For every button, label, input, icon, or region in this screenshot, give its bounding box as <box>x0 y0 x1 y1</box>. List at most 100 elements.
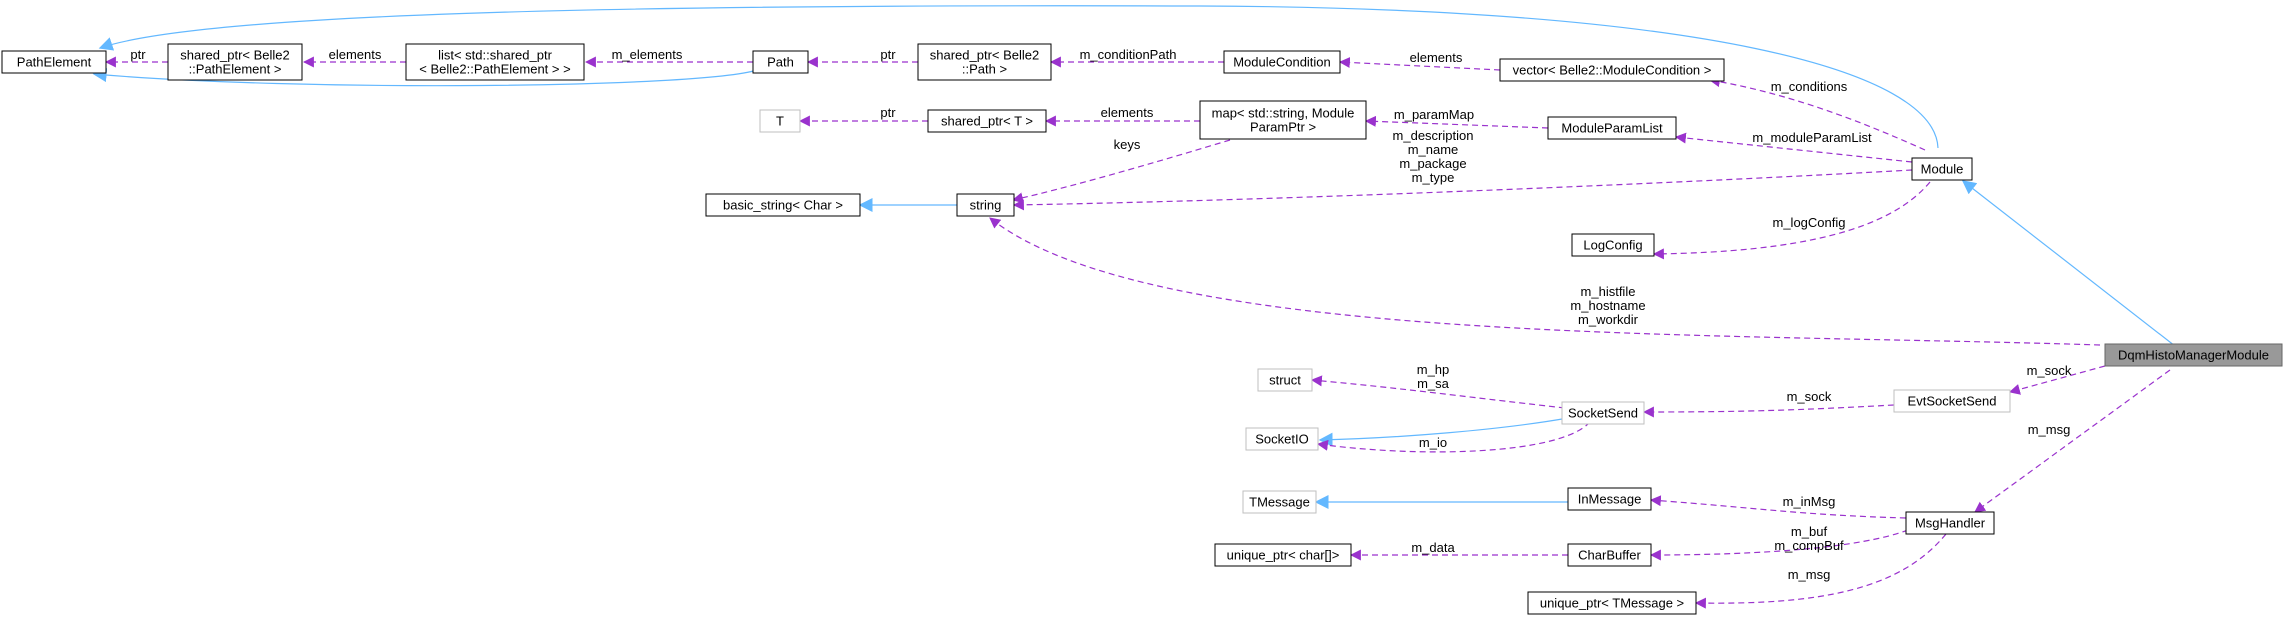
node-logconfig[interactable]: LogConfig <box>1571 233 1655 257</box>
node-label: Path <box>767 55 794 70</box>
edge-label-m-moduleparamlist: m_moduleParamList <box>1752 130 1872 145</box>
node-box <box>956 193 1015 217</box>
node-box <box>1527 591 1697 615</box>
edge-moduleparamlist-to-map <box>1364 115 1549 129</box>
node-vector-modulecondition[interactable]: vector< Belle2::ModuleCondition > <box>1499 58 1725 82</box>
node-box <box>1905 511 1995 535</box>
edge-label-line: m_description <box>1393 128 1474 143</box>
edge-dqm-to-string <box>989 217 2101 346</box>
edge-msghandler-to-charbuffer <box>1649 529 1909 561</box>
node-box <box>1567 487 1652 511</box>
edge-label-m-logconfig: m_logConfig <box>1773 215 1846 230</box>
node-t[interactable]: T <box>759 109 801 133</box>
edge-label-line: m_buf <box>1791 524 1828 539</box>
edge-label-line: m_histfile <box>1581 284 1636 299</box>
node-shared-ptr-t[interactable]: shared_ptr< T > <box>927 109 1047 133</box>
edge-label-m-conditions: m_conditions <box>1771 79 1848 94</box>
edge-label-line: m_elements <box>612 47 683 62</box>
node-socketio[interactable]: SocketIO <box>1245 427 1319 451</box>
edge-label-ptr-3: ptr <box>880 105 896 120</box>
edge-label-line: m_package <box>1399 156 1466 171</box>
node-label: MsgHandler <box>1915 516 1986 531</box>
node-label: LogConfig <box>1583 238 1642 253</box>
node-inmessage[interactable]: InMessage <box>1567 487 1652 511</box>
node-list-shared-ptr[interactable]: list< std::shared_ptr< Belle2::PathEleme… <box>405 43 585 81</box>
node-label: ModuleParamList <box>1561 121 1663 136</box>
edge-label-ptr-2: ptr <box>880 47 896 62</box>
edge-label-line: m_paramMap <box>1394 107 1474 122</box>
edge-dqm-inherits-module <box>1961 180 2176 347</box>
node-box <box>1893 389 2011 413</box>
node-shared-ptr-path[interactable]: shared_ptr< Belle2::Path > <box>917 43 1052 81</box>
edge-label-line: m_sa <box>1417 376 1450 391</box>
edge-map-to-string <box>1011 139 1231 204</box>
edge-label-line: m_type <box>1412 170 1455 185</box>
edge-label-line: ptr <box>880 47 896 62</box>
node-msghandler[interactable]: MsgHandler <box>1905 511 1995 535</box>
node-box <box>1257 368 1313 392</box>
node-modulecondition[interactable]: ModuleCondition <box>1223 50 1341 74</box>
edge-vector-to-modulecondition <box>1338 57 1501 71</box>
node-socketsend[interactable]: SocketSend <box>1561 401 1645 425</box>
edge-label-elements-2: elements <box>1410 50 1463 65</box>
node-basic-string[interactable]: basic_string< Char > <box>705 193 861 217</box>
node-unique-ptr-tmessage[interactable]: unique_ptr< TMessage > <box>1527 591 1697 615</box>
node-pathelement[interactable]: PathElement <box>1 50 107 74</box>
edge-socketsend-inherits-socketio <box>1318 417 1569 447</box>
node-label: SocketSend <box>1568 406 1638 421</box>
node-label: SocketIO <box>1255 432 1308 447</box>
node-box <box>1 50 107 74</box>
edge-label-line: m_hostname <box>1570 298 1645 313</box>
node-box <box>917 43 1052 81</box>
node-box <box>1571 233 1655 257</box>
node-label: CharBuffer <box>1578 548 1641 563</box>
node-box <box>759 109 801 133</box>
edge-label-line: m_inMsg <box>1783 494 1836 509</box>
node-label: EvtSocketSend <box>1908 394 1997 409</box>
node-box <box>1561 401 1645 425</box>
edge-label-line: ptr <box>130 47 146 62</box>
node-label: string <box>970 198 1002 213</box>
node-box <box>167 43 303 81</box>
node-box <box>1499 58 1725 82</box>
node-module[interactable]: Module <box>1911 157 1973 181</box>
node-unique-ptr-char[interactable]: unique_ptr< char[]> <box>1214 543 1352 567</box>
node-shared-ptr-pathelement[interactable]: shared_ptr< Belle2::PathElement > <box>167 43 303 81</box>
node-box <box>705 193 861 217</box>
node-dqmhistomanagermodule[interactable]: DqmHistoManagerModule <box>2104 343 2283 367</box>
node-box <box>1547 116 1677 140</box>
node-label: T <box>776 114 784 129</box>
node-struct[interactable]: struct <box>1257 368 1313 392</box>
edge-label-line: m_conditions <box>1771 79 1848 94</box>
edge-label-line: m_hp <box>1417 362 1450 377</box>
node-box <box>1911 157 1973 181</box>
edge-label-m-parammap: m_paramMap <box>1394 107 1474 122</box>
node-moduleparamlist[interactable]: ModuleParamList <box>1547 116 1677 140</box>
node-tmessage[interactable]: TMessage <box>1242 490 1317 514</box>
node-label: struct <box>1269 373 1301 388</box>
edge-label-line: m_name <box>1408 142 1459 157</box>
node-charbuffer[interactable]: CharBuffer <box>1567 543 1652 567</box>
edge-label-line: m_io <box>1419 435 1447 450</box>
edge-socketsend-to-struct <box>1310 375 1566 409</box>
node-label: ParamPtr > <box>1250 120 1316 135</box>
node-path[interactable]: Path <box>752 50 809 74</box>
edge-label-line: m_workdir <box>1578 312 1639 327</box>
edge-evtsocketsend-to-socketsend <box>1642 404 1895 418</box>
node-label: InMessage <box>1578 492 1642 507</box>
edge-label-line: m_msg <box>1788 567 1831 582</box>
node-evtsocketsend[interactable]: EvtSocketSend <box>1893 389 2011 413</box>
node-label: < Belle2::PathElement > > <box>419 62 570 77</box>
edge-label-line: elements <box>1410 50 1463 65</box>
edge-label-m-sock: m_sock <box>2027 363 2072 378</box>
node-label: basic_string< Char > <box>723 198 843 213</box>
edge-module-inherits-pathelement <box>98 5 1939 149</box>
node-label: TMessage <box>1249 495 1310 510</box>
node-box <box>927 109 1047 133</box>
node-string[interactable]: string <box>956 193 1015 217</box>
